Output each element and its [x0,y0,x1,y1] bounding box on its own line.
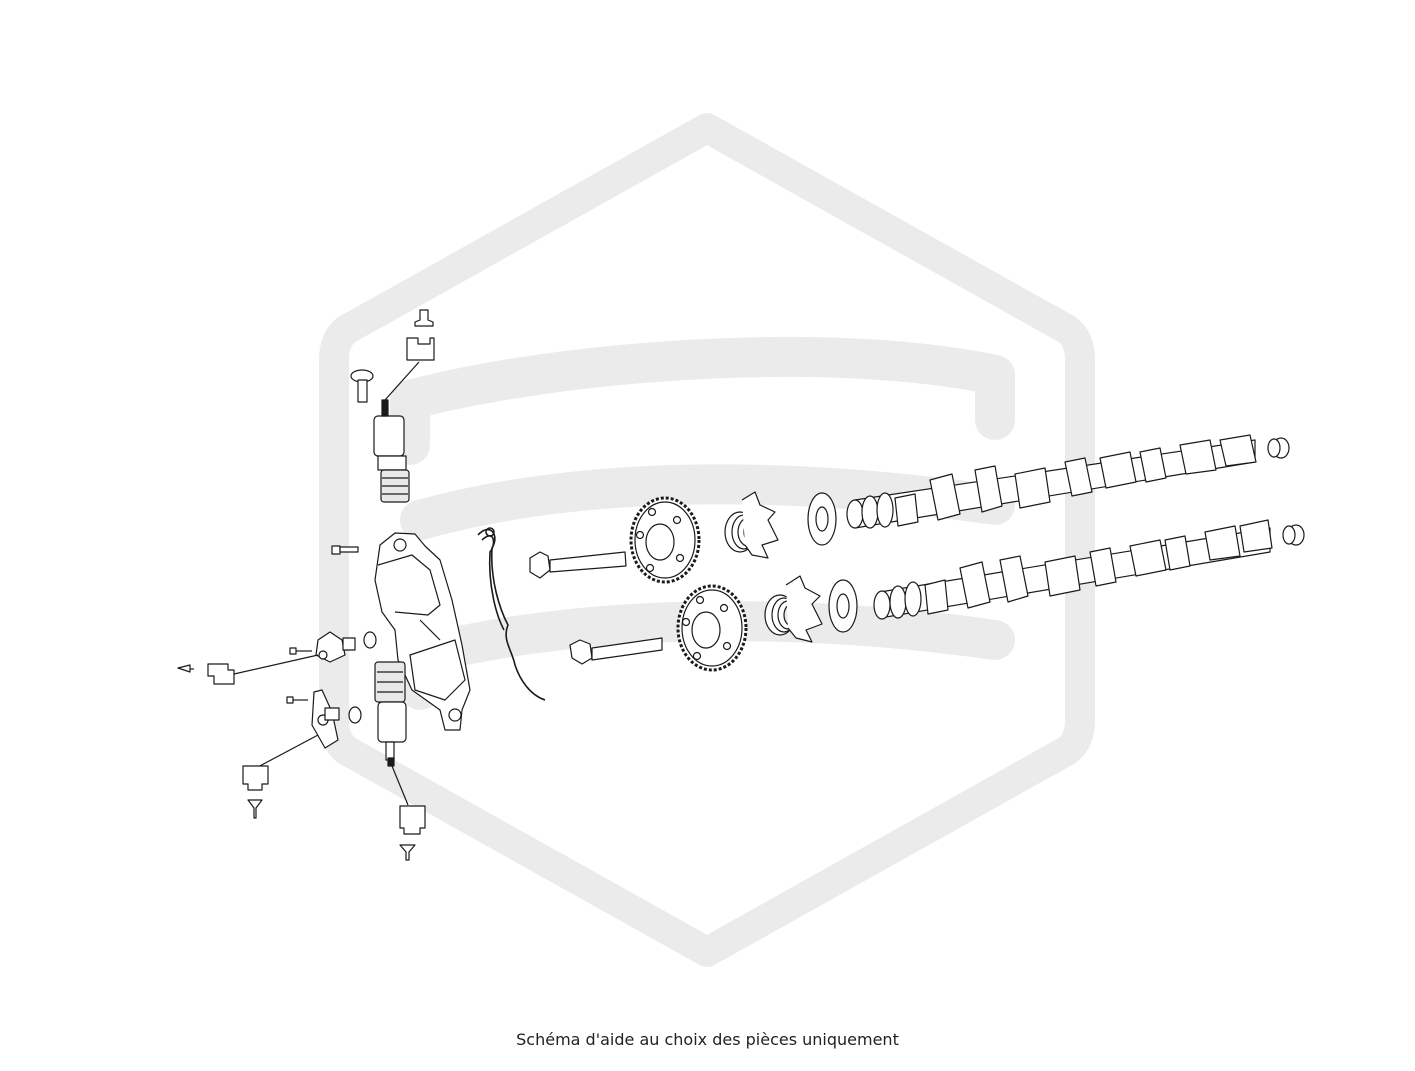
washer-lower [828,579,858,633]
diagram-caption: Schéma d'aide au choix des pièces unique… [516,1030,899,1049]
connector-upper [384,309,435,401]
connector-side-lower [242,734,319,819]
control-valve-lower [374,661,409,806]
housing-bolt [331,545,359,555]
hexagon-logo-icon [319,113,1095,967]
camshaft-adjuster-upper [629,496,701,584]
gasket [477,527,546,701]
camshaft-adjuster-lower [676,584,748,672]
plug-upper [1267,437,1290,459]
central-bolt-upper [529,551,627,579]
camshaft-sensor-lower [286,689,362,749]
plug-lower [1282,524,1305,546]
trigger-wheel-upper [741,491,779,559]
valve-housing [374,532,471,731]
trigger-wheel-lower [785,575,823,643]
bolt-small-upper [350,369,374,403]
control-valve-upper [373,399,410,503]
camshaft-intake [846,434,1257,529]
connector-side-upper [177,654,319,685]
washer-upper [807,492,837,546]
central-bolt-lower [569,637,663,665]
camshaft-exhaust [873,519,1273,620]
connector-lower [399,805,426,861]
camshaft-sensor-upper [289,631,377,663]
